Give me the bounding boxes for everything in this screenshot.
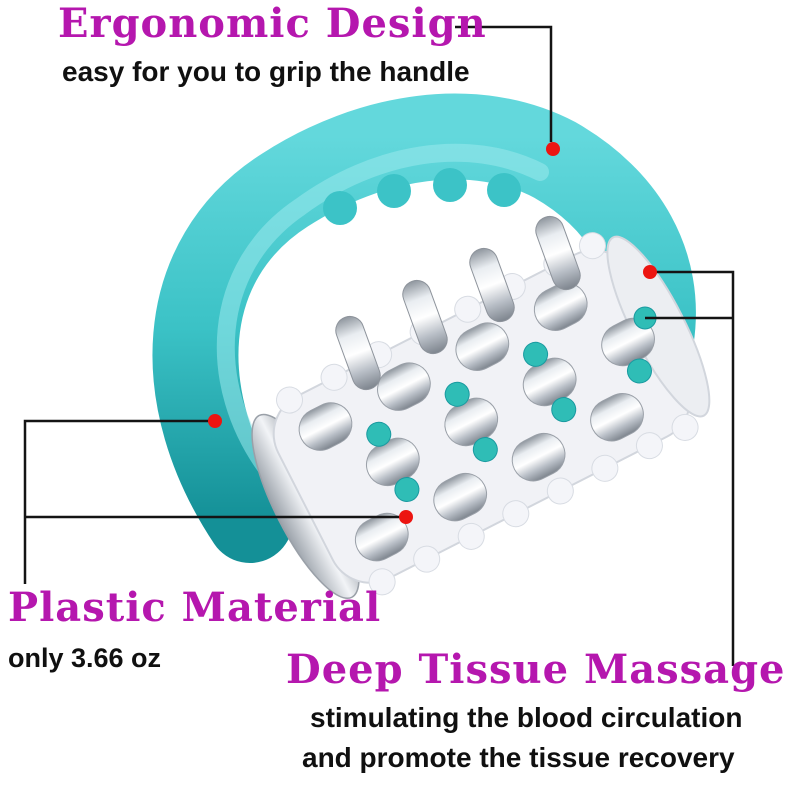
roller-handle — [152, 93, 696, 563]
ergonomic-subtitle: easy for you to grip the handle — [62, 56, 470, 87]
standing-pins — [335, 215, 581, 391]
massage-line1: stimulating the blood circulation — [310, 702, 743, 733]
massage-line2: and promote the tissue recovery — [302, 742, 735, 773]
callout-lines — [23, 25, 735, 666]
teal-massage-balls — [366, 341, 652, 502]
grip-scallops — [323, 168, 521, 225]
massage-title: Deep Tissue Massage — [286, 646, 786, 693]
annotation-ergonomic: Ergonomic Design easy for you to grip th… — [58, 2, 487, 88]
callout-markers — [208, 142, 657, 524]
roller-pins — [298, 282, 655, 562]
material-title: Plastic Material — [8, 584, 382, 631]
ergonomic-title: Ergonomic Design — [58, 0, 487, 47]
annotation-material: Plastic Material only 3.66 oz — [8, 586, 381, 674]
annotation-massage: Deep Tissue Massage stimulating the bloo… — [286, 648, 786, 774]
material-subtitle: only 3.66 oz — [8, 643, 162, 673]
